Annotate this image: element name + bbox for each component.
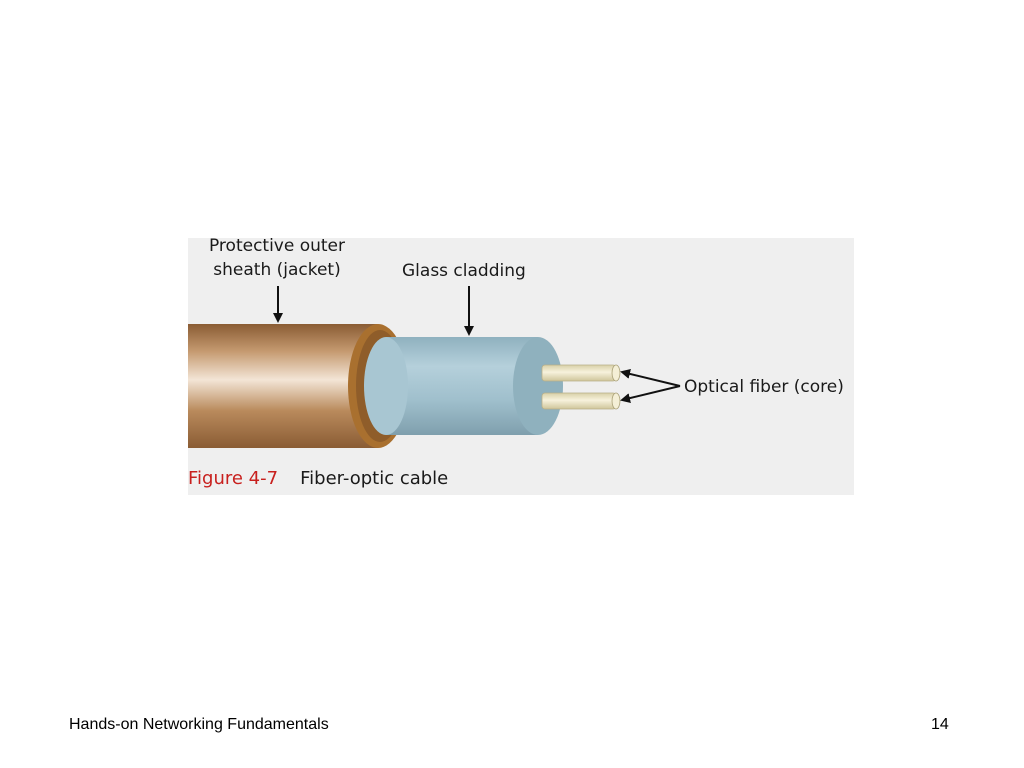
glass-cladding — [364, 337, 563, 435]
footer-title: Hands-on Networking Fundamentals — [69, 716, 329, 733]
optical-fiber-cores — [541, 364, 621, 410]
cladding-label: Glass cladding — [402, 261, 526, 281]
jacket-label-text: Protective outer sheath (jacket) — [208, 238, 346, 280]
page-number: 14 — [931, 716, 949, 733]
fiber-optic-figure: Protective outer sheath (jacket) Glass c… — [188, 238, 854, 495]
arrow-core-bottom — [620, 385, 681, 403]
jacket-label: Protective outer sheath (jacket) — [202, 238, 352, 282]
arrow-core-top — [620, 369, 681, 387]
figure-number: Figure 4-7 — [188, 468, 279, 489]
figure-caption: Figure 4-7 Fiber-optic cable — [188, 468, 448, 489]
figure-title: Fiber-optic cable — [300, 468, 449, 489]
fiber-optic-cable-illustration — [188, 286, 681, 448]
core-label: Optical fiber (core) — [684, 377, 844, 397]
fiber-core-top — [541, 364, 621, 382]
fiber-core-bottom — [541, 392, 621, 410]
